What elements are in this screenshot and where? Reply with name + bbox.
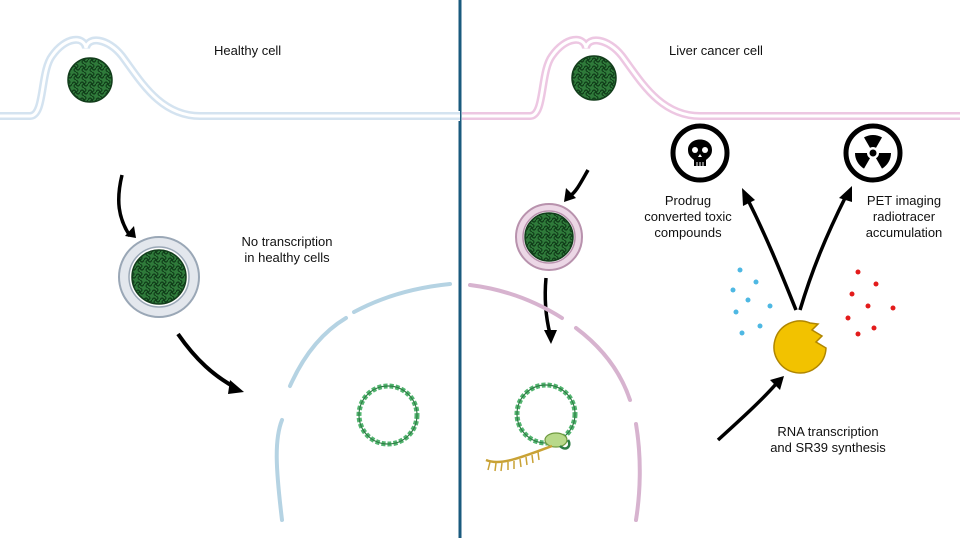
healthy-endosome (118, 236, 200, 318)
healthy-entry-arrow (116, 174, 132, 237)
mrna-strand (485, 444, 553, 472)
prodrug-line2: converted toxic (644, 209, 732, 224)
pet-line2: radiotracer (872, 209, 936, 224)
prodrug-arrowhead (742, 188, 755, 206)
healthy-membrane (0, 34, 460, 121)
radiation-icon (843, 123, 903, 183)
cancer-nucleus-arrow (543, 277, 552, 335)
cancer-cell-title: Liver cancer cell (669, 43, 763, 58)
pet-arrow (798, 195, 848, 311)
pacman-enzyme-icon (773, 320, 827, 374)
healthy-vector-particle (67, 57, 113, 103)
pet-arrowhead (839, 186, 852, 202)
cancer-nucleus-envelope (468, 283, 642, 522)
healthy-cell-title: Healthy cell (214, 43, 282, 58)
prodrug-arrow (746, 199, 798, 311)
radiotracer-molecules (845, 269, 896, 337)
cancer-membrane (462, 35, 960, 120)
cancer-plasmid (514, 382, 578, 446)
rna-polymerase (544, 432, 571, 450)
healthy-nucleus-envelope (274, 282, 452, 522)
no-transcription-line2: in healthy cells (244, 250, 330, 265)
healthy-nucleus-arrow (176, 332, 237, 390)
cancer-nucleus-arrowhead (544, 330, 557, 344)
skull-icon (670, 123, 730, 183)
prodrug-line1: Prodrug (664, 193, 712, 208)
cancer-endosome (515, 203, 583, 271)
prodrug-line3: compounds (654, 225, 722, 240)
healthy-entry-arrowhead (125, 226, 136, 238)
pet-line3: accumulation (865, 225, 943, 240)
healthy-nucleus-arrowhead (228, 380, 244, 394)
transcription-arrow (716, 382, 778, 442)
pet-label: PET imaging radiotracer accumulation (854, 193, 954, 241)
no-transcription-line1: No transcription (241, 234, 333, 249)
cancer-entry-arrowhead (564, 188, 576, 202)
healthy-plasmid (356, 383, 420, 447)
cancer-entry-arrow (568, 169, 590, 198)
no-transcription-note: No transcription in healthy cells (232, 234, 342, 266)
rna-line2: and SR39 synthesis (770, 440, 886, 455)
cancer-vector-particle (571, 55, 617, 101)
prodrug-label: Prodrug converted toxic compounds (630, 193, 746, 241)
rna-transcription-label: RNA transcription and SR39 synthesis (760, 424, 896, 456)
prodrug-molecules (730, 267, 773, 336)
pet-line1: PET imaging (866, 193, 942, 208)
rna-line1: RNA transcription (777, 424, 879, 439)
transcription-arrowhead (770, 376, 784, 390)
